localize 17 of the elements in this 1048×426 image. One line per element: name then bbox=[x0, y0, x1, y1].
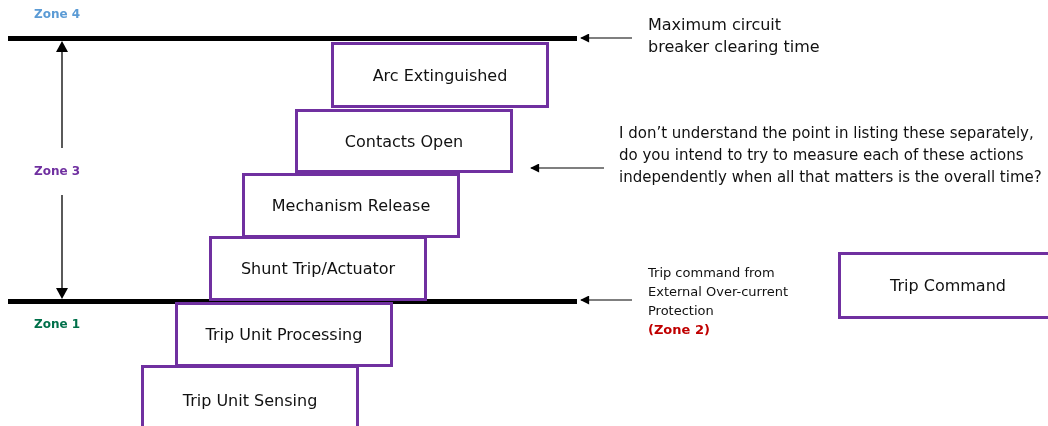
arrow bbox=[530, 163, 605, 173]
zone-label: Zone 3 bbox=[34, 164, 81, 178]
step-box: Trip Unit Processing bbox=[175, 302, 393, 367]
zone-label: Zone 4 bbox=[34, 7, 81, 21]
note-text: Trip command from External Over-current Protection bbox=[648, 264, 790, 320]
step-box: Arc Extinguished bbox=[331, 42, 549, 108]
step-box: Trip Command bbox=[838, 252, 1048, 319]
step-box: Shunt Trip/Actuator bbox=[209, 236, 427, 301]
arrow bbox=[580, 33, 633, 43]
step-box: Contacts Open bbox=[295, 109, 513, 173]
arrow bbox=[580, 295, 633, 305]
zone-label: Zone 1 bbox=[34, 317, 81, 331]
zone-label: (Zone 2) bbox=[648, 321, 710, 339]
step-box: Trip Unit Sensing bbox=[141, 365, 359, 426]
note-text: Maximum circuit breaker clearing time bbox=[648, 14, 828, 58]
step-box: Mechanism Release bbox=[242, 173, 460, 238]
note-text: I don’t understand the point in listing these separately, do you intend to try to measure each of these actions independently when all that matters is the overall time? bbox=[619, 122, 1044, 188]
